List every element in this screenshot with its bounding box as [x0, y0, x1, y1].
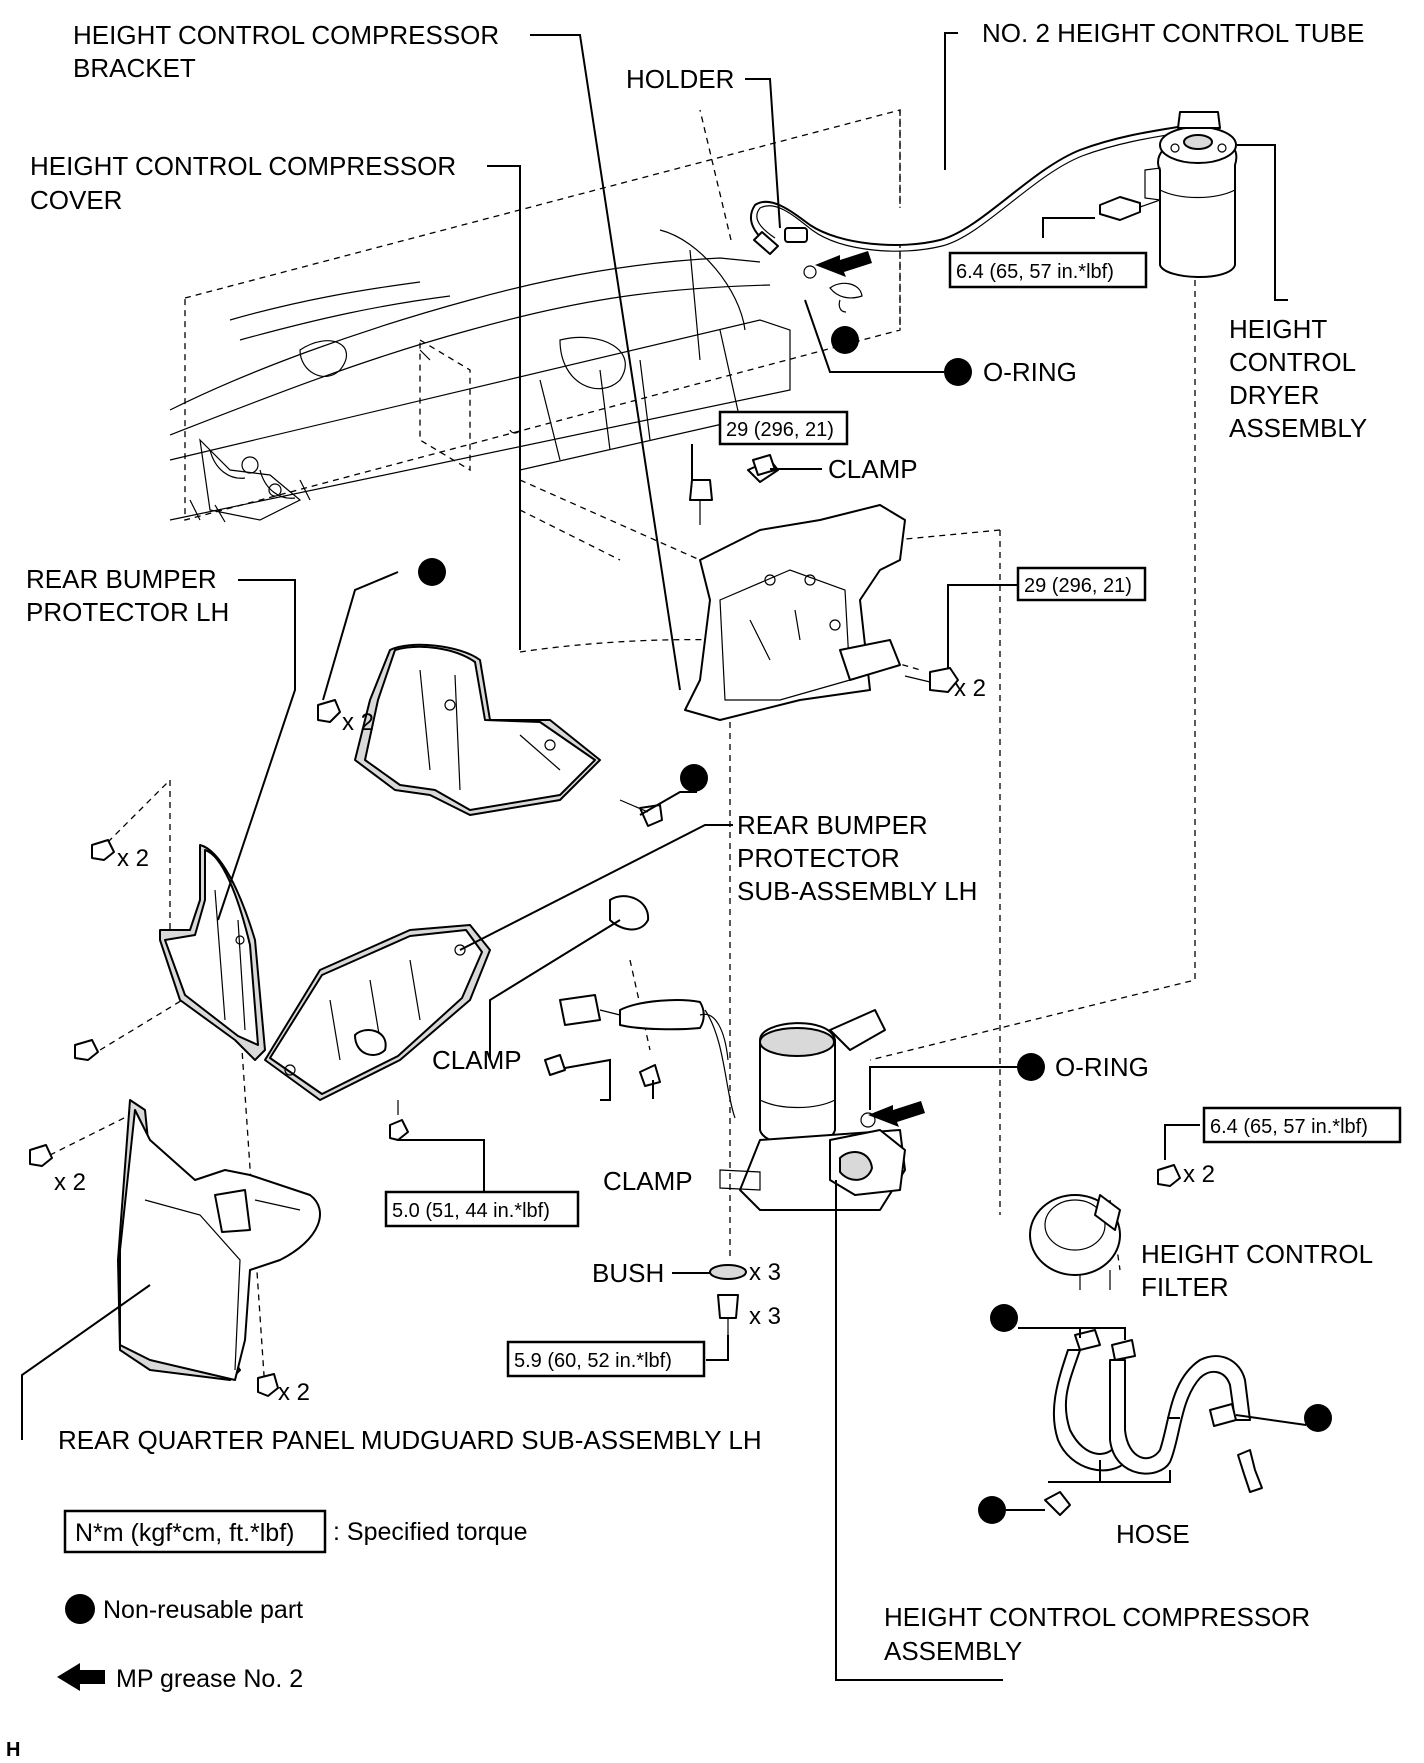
qty-bush: x 3	[749, 1259, 781, 1286]
compressor-cover	[354, 643, 601, 816]
label-compressor-bracket: HEIGHT CONTROL COMPRESSOR BRACKET	[73, 20, 506, 83]
hoses	[1044, 1329, 1263, 1516]
qty-bracket-bolt: x 2	[954, 675, 986, 702]
label-filter: HEIGHT CONTROL FILTER	[1141, 1239, 1379, 1302]
mudguard-screws	[29, 1144, 279, 1397]
height-control-tube	[750, 124, 1193, 313]
legend-torque-text: : Specified torque	[333, 1518, 528, 1546]
part-labels: HEIGHT CONTROL COMPRESSOR BRACKET NO. 2 …	[26, 18, 1379, 1666]
torque-specs: 6.4 (65, 57 in.*lbf) 29 (296, 21) 29 (29…	[384, 251, 1402, 1378]
grease-arrow-legend-icon	[57, 1663, 105, 1691]
legend-torque-box	[63, 1509, 327, 1554]
height-control-dryer	[1144, 111, 1238, 278]
filter-bolt	[1157, 1164, 1181, 1187]
label-bush: BUSH	[592, 1258, 664, 1288]
oring-top-small	[803, 265, 817, 279]
mudguard	[117, 1099, 321, 1381]
non-reusable-dot	[944, 358, 972, 386]
label-hose: HOSE	[1116, 1519, 1190, 1549]
rear-bumper-protector-sub	[264, 924, 491, 1101]
bush-and-bolt	[709, 1264, 747, 1335]
torque-bracket-top: 29 (296, 21)	[726, 419, 834, 441]
compressor-assembly	[704, 1009, 906, 1211]
quantity-marks: x 2 x 2 x 2 x 2 x 2 x 2 x 3 x 3	[54, 675, 1215, 1406]
non-reusable-dot	[680, 764, 708, 792]
protector-screws	[74, 839, 115, 1061]
label-tube: NO. 2 HEIGHT CONTROL TUBE	[982, 18, 1364, 48]
height-control-filter	[1029, 1194, 1121, 1290]
torque-compressor-bolt: 5.9 (60, 52 in.*lbf)	[514, 1350, 672, 1372]
label-compressor-assembly: HEIGHT CONTROL COMPRESSOR ASSEMBLY	[884, 1602, 1317, 1666]
grease-arrows	[815, 251, 925, 1128]
label-dryer: HEIGHT CONTROL DRYER ASSEMBLY	[1229, 314, 1367, 443]
leader-lines	[21, 32, 1307, 1681]
torque-box	[948, 251, 1148, 289]
non-reusable-dot	[418, 558, 446, 586]
compressor-bracket	[684, 504, 906, 721]
non-reusable-dot	[990, 1304, 1018, 1332]
legend-grease: MP grease No. 2	[116, 1665, 303, 1693]
compressor-harness	[559, 994, 729, 1061]
torque-box	[1016, 566, 1147, 602]
protector-sub-bolt	[389, 1100, 409, 1141]
torque-box	[506, 1340, 706, 1378]
torque-bracket-side: 29 (296, 21)	[1024, 575, 1132, 597]
non-reusable-dot	[831, 326, 859, 354]
qty-mudguard-upper-screw: x 2	[117, 845, 149, 872]
qty-compressor-bolt: x 3	[749, 1303, 781, 1330]
qty-cover-clip: x 2	[342, 709, 374, 736]
legend-non-reusable: Non-reusable part	[103, 1596, 303, 1624]
non-reusable-dot	[978, 1496, 1006, 1524]
non-reusable-dot	[1017, 1053, 1045, 1081]
non-reusable-icon	[65, 1594, 95, 1624]
qty-mudguard-left-screw: x 2	[54, 1169, 86, 1196]
label-clamp-top: CLAMP	[828, 454, 918, 484]
cover-clips	[317, 699, 663, 827]
qty-filter-bolt: x 2	[1183, 1161, 1215, 1188]
label-bumper-protector: REAR BUMPER PROTECTOR LH	[26, 564, 229, 627]
torque-protector-bolt: 5.0 (51, 44 in.*lbf)	[392, 1200, 550, 1222]
label-compressor-cover: HEIGHT CONTROL COMPRESSOR COVER	[30, 151, 463, 215]
label-clamp-left: CLAMP	[432, 1045, 522, 1075]
torque-dryer-bolt: 6.4 (65, 57 in.*lbf)	[956, 261, 1114, 283]
clamps	[544, 454, 776, 1087]
label-oring-top: O-RING	[983, 357, 1077, 387]
label-mudguard: REAR QUARTER PANEL MUDGUARD SUB-ASSEMBLY…	[58, 1425, 762, 1455]
torque-box	[384, 1190, 580, 1228]
label-bumper-protector-sub: REAR BUMPER PROTECTOR SUB-ASSEMBLY LH	[737, 810, 977, 906]
label-oring-mid: O-RING	[1055, 1052, 1149, 1082]
torque-box	[1202, 1106, 1402, 1144]
non-reusable-markers	[418, 326, 1332, 1524]
legend-torque-units: N*m (kgf*cm, ft.*lbf)	[75, 1519, 294, 1547]
grease-arrow-icon	[815, 251, 872, 277]
dryer-bolt	[1099, 196, 1161, 221]
label-clamp-bottom: CLAMP	[603, 1166, 693, 1196]
rear-bumper-protector	[159, 844, 266, 1061]
non-reusable-dot	[1304, 1404, 1332, 1432]
torque-box	[718, 410, 849, 446]
legend: N*m (kgf*cm, ft.*lbf) : Specified torque…	[6, 1509, 528, 1761]
grease-arrow-icon	[868, 1101, 925, 1127]
qty-mudguard-bottom-screw: x 2	[278, 1379, 310, 1406]
holder-clip	[784, 227, 808, 243]
corner-letter: H	[6, 1739, 20, 1761]
label-holder: HOLDER	[626, 64, 734, 94]
torque-filter-bolt: 6.4 (65, 57 in.*lbf)	[1210, 1116, 1368, 1138]
